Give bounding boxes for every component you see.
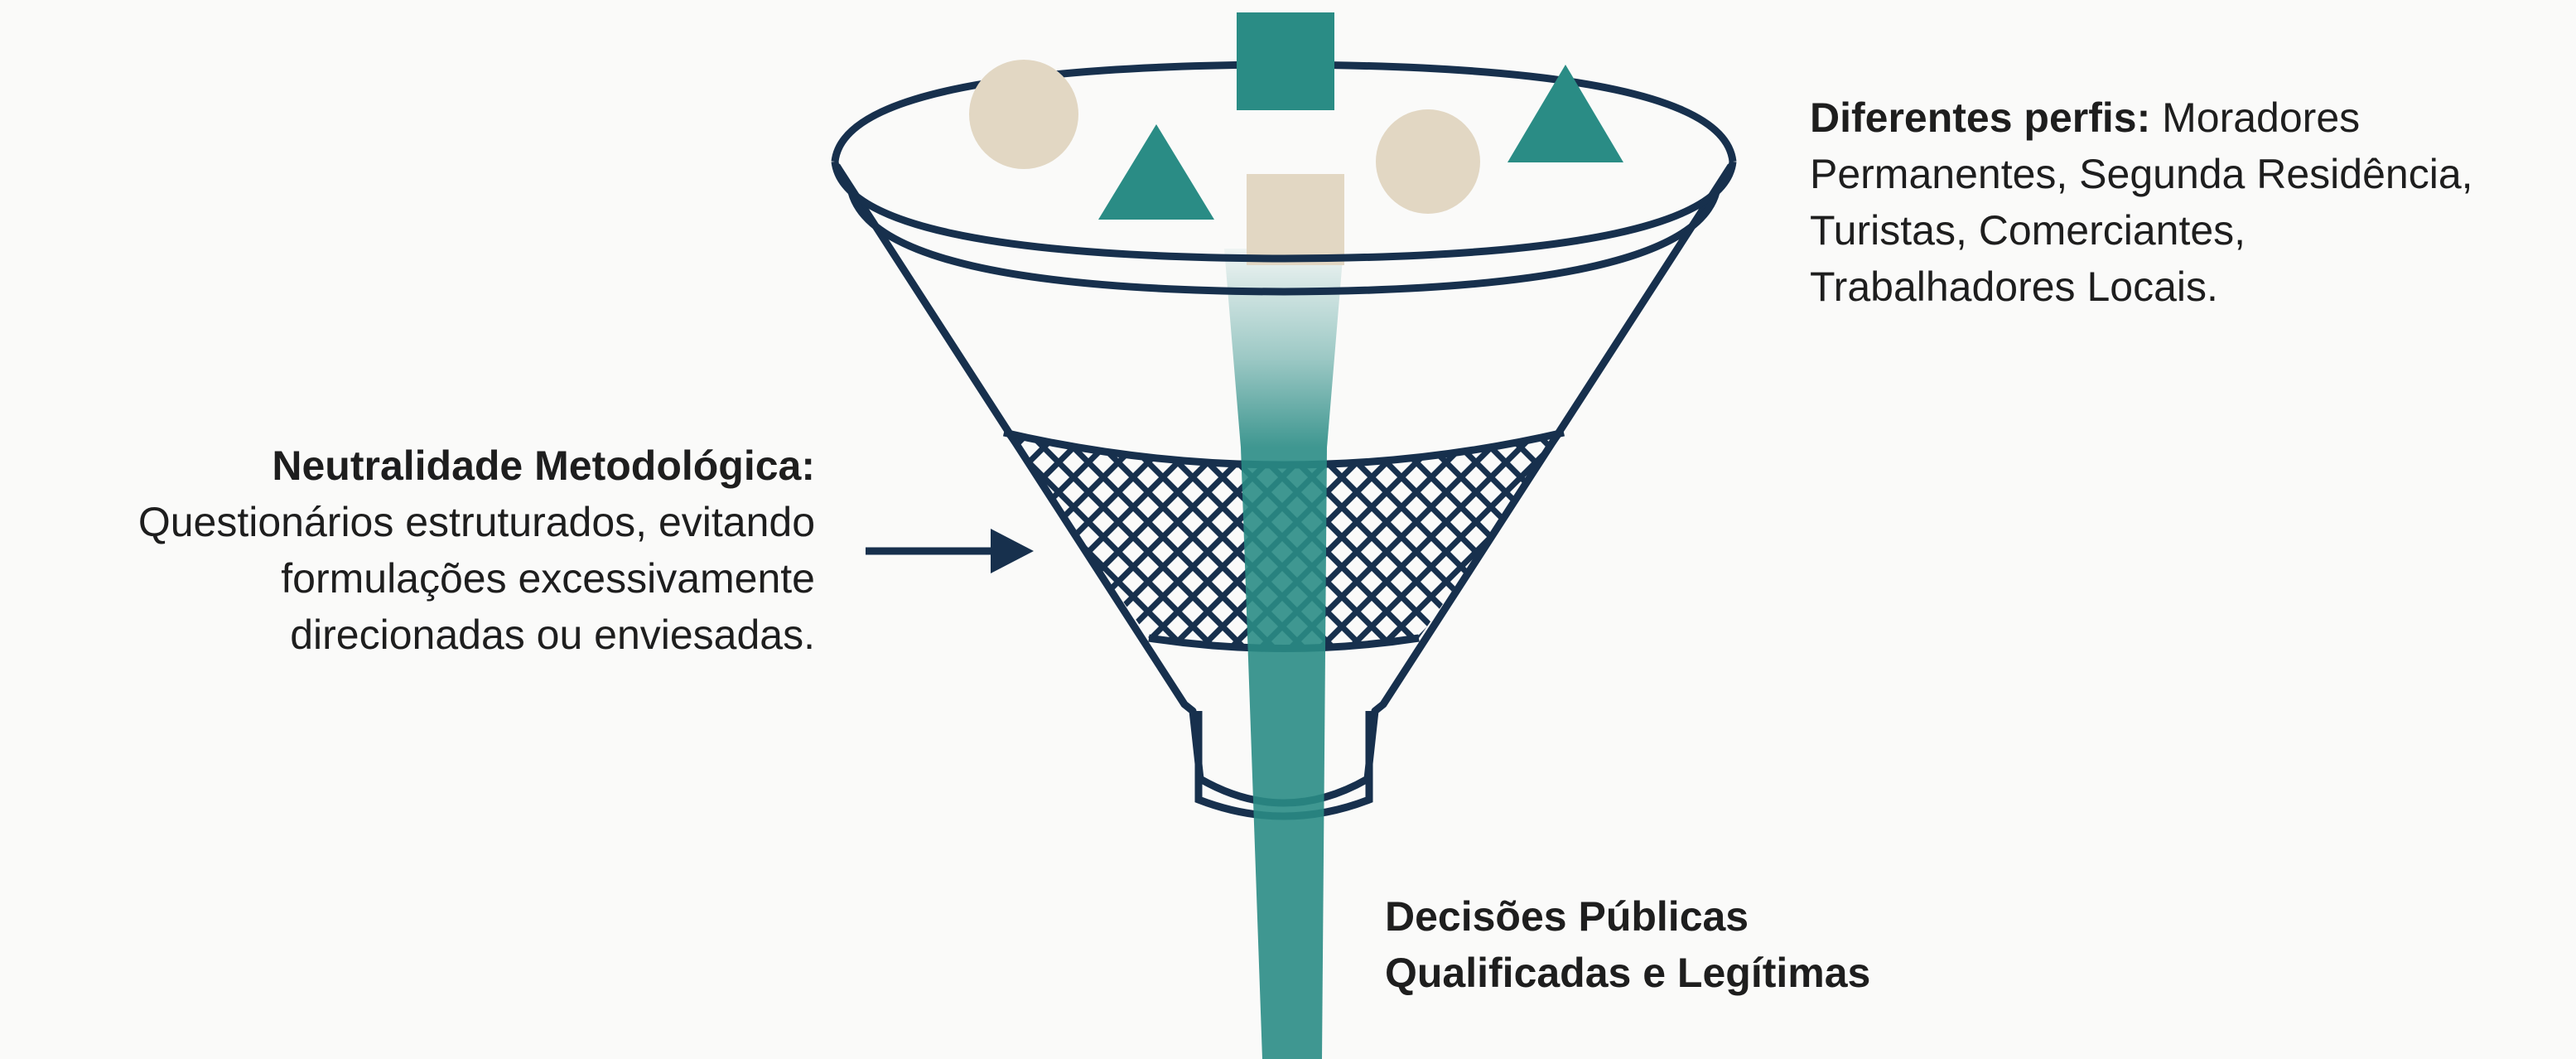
inputs-label-line3: Turistas, Comerciantes, bbox=[1810, 207, 2246, 254]
stream-lower bbox=[1241, 447, 1327, 1059]
inputs-label: Diferentes perfis: Moradores Permanentes… bbox=[1810, 89, 2572, 315]
beige-circle-shape-right bbox=[1376, 109, 1480, 214]
filter-label-line3: formulações excessivamente bbox=[281, 555, 815, 602]
teal-square-shape bbox=[1237, 12, 1334, 110]
stream-upper bbox=[1224, 249, 1343, 447]
inputs-label-line4: Trabalhadores Locais. bbox=[1810, 264, 2218, 310]
filter-label-line4: direcionadas ou enviesadas. bbox=[290, 612, 815, 658]
teal-triangle-shape-right bbox=[1507, 65, 1623, 162]
beige-circle-shape-left bbox=[969, 60, 1078, 169]
filter-label: Neutralidade Metodológica: Questionários… bbox=[0, 438, 815, 663]
input-shapes bbox=[969, 12, 1623, 265]
teal-triangle-shape-left bbox=[1098, 124, 1214, 220]
output-label: Decisões Públicas Qualificadas e Legítim… bbox=[1385, 888, 2048, 1001]
funnel-rim-front bbox=[831, 161, 1737, 263]
inputs-label-line2: Permanentes, Segunda Residência, bbox=[1810, 151, 2473, 197]
beige-square-shape bbox=[1247, 174, 1344, 265]
output-label-line2: Qualificadas e Legítimas bbox=[1385, 950, 1871, 996]
filter-label-heading: Neutralidade Metodológica: bbox=[272, 442, 815, 489]
funnel-inner-rim bbox=[847, 191, 1720, 296]
arrow-icon bbox=[866, 529, 1034, 573]
inputs-label-heading: Diferentes perfis: bbox=[1810, 94, 2151, 141]
output-label-line1: Decisões Públicas bbox=[1385, 893, 1749, 940]
inputs-label-line1: Moradores bbox=[2162, 94, 2361, 141]
filter-label-line2: Questionários estruturados, evitando bbox=[137, 499, 815, 545]
